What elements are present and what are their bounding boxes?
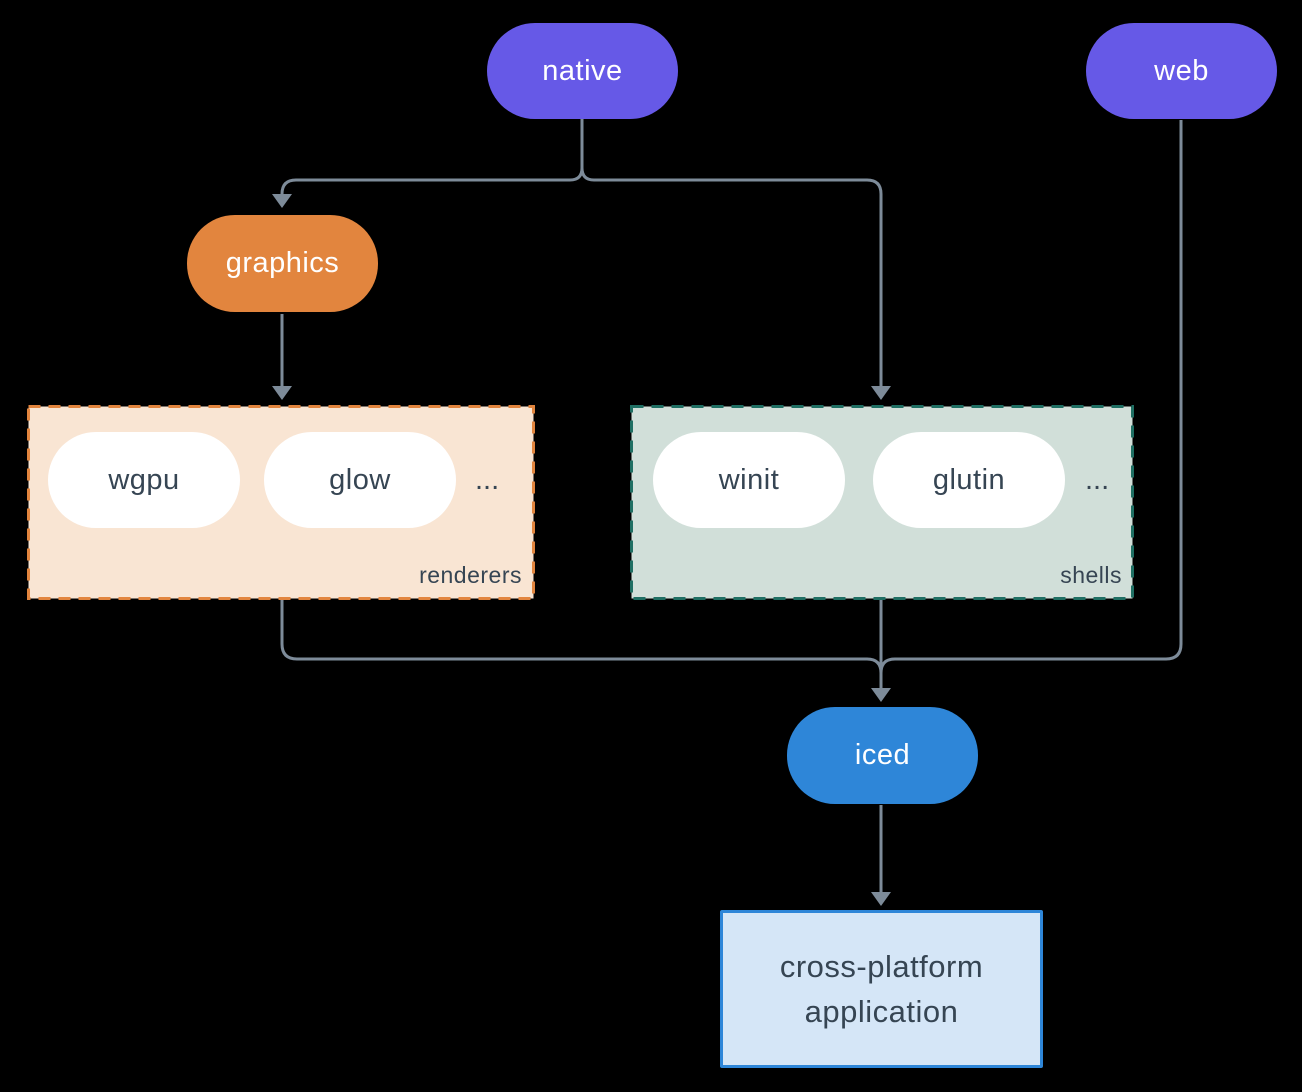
node-graphics: graphics: [187, 215, 378, 312]
edge-native-to-shells: [580, 119, 883, 386]
group-renderers: wgpu glow ... renderers: [27, 405, 535, 600]
node-glutin: glutin: [873, 432, 1065, 528]
edge-renderers-to-merge: [280, 600, 883, 674]
node-winit-label: winit: [718, 463, 780, 496]
node-wgpu-label: wgpu: [108, 463, 180, 496]
node-glow: glow: [264, 432, 456, 528]
edge-native-to-graphics: [280, 119, 584, 195]
application-label-line1: cross-platform: [779, 949, 984, 984]
group-shells: winit glutin ... shells: [630, 405, 1135, 600]
node-glutin-label: glutin: [932, 463, 1006, 496]
node-iced-label: iced: [854, 739, 911, 771]
shells-ellipsis: ...: [1085, 463, 1110, 496]
node-iced: iced: [787, 707, 978, 804]
node-web: web: [1086, 23, 1277, 119]
shells-group-label: shells: [1060, 562, 1122, 588]
arrowhead-application: [871, 892, 891, 906]
node-native-label: native: [542, 54, 623, 87]
renderers-ellipsis: ...: [475, 463, 500, 496]
renderers-group-label: renderers: [419, 562, 522, 588]
arrowhead-iced: [871, 688, 891, 702]
node-wgpu: wgpu: [48, 432, 240, 528]
node-application: cross-platform application: [720, 910, 1043, 1068]
node-web-label: web: [1154, 54, 1209, 87]
arrowhead-shells: [871, 386, 891, 400]
node-native: native: [487, 23, 678, 119]
node-glow-label: glow: [329, 463, 391, 496]
node-graphics-label: graphics: [225, 247, 340, 279]
application-label-line2: application: [804, 994, 959, 1029]
edge-web-to-merge: [879, 120, 1183, 674]
node-winit: winit: [653, 432, 845, 528]
arrowhead-renderers: [272, 386, 292, 400]
arrowhead-graphics: [272, 194, 292, 208]
